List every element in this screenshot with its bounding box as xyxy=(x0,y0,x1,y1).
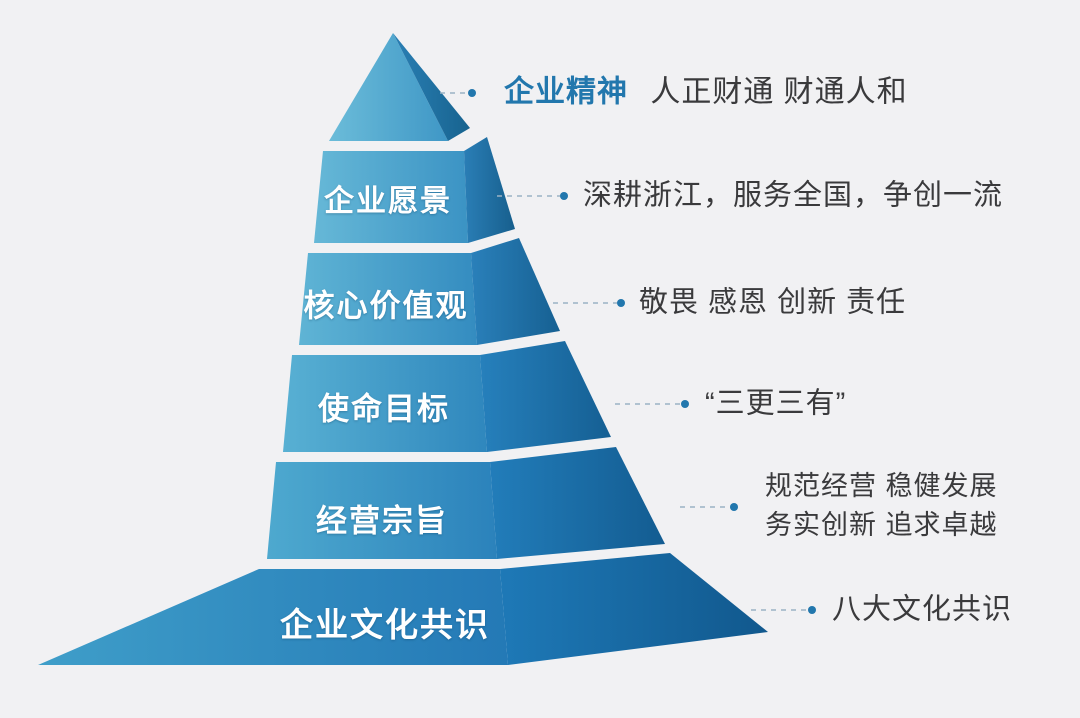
pyramid-level-5 xyxy=(267,447,665,559)
description-level-1-accent: 企业精神 xyxy=(504,75,628,109)
description-level-5: 规范经营 稳健发展 务实创新 追求卓越 xyxy=(765,467,998,545)
description-level-1: 企业精神 人正财通 财通人和 xyxy=(504,72,908,115)
pyramid-level-6 xyxy=(38,553,768,665)
pyramid-level-1 xyxy=(329,33,470,141)
leader-dot-3 xyxy=(617,299,625,307)
description-level-2: 深耕浙江，服务全国，争创一流 xyxy=(583,175,1003,216)
leader-dot-4 xyxy=(681,400,689,408)
leader-dot-2 xyxy=(560,192,568,200)
description-level-4: “三更三有” xyxy=(705,383,846,424)
description-level-3-text: 敬畏 感恩 创新 责任 xyxy=(639,286,907,319)
description-level-4-text: “三更三有” xyxy=(705,387,847,420)
leader-dot-5 xyxy=(730,503,738,511)
pyramid-level-2 xyxy=(314,137,515,243)
leader-dot-1 xyxy=(468,89,476,97)
leader-dot-6 xyxy=(808,606,816,614)
description-level-3: 敬畏 感恩 创新 责任 xyxy=(639,282,906,323)
description-level-5-line-1: 规范经营 稳健发展 xyxy=(765,470,998,501)
description-level-6-text: 八大文化共识 xyxy=(832,593,1013,626)
pyramid-level-3 xyxy=(299,238,560,345)
description-level-2-text: 深耕浙江，服务全国，争创一流 xyxy=(583,179,1004,212)
pyramid-level-4 xyxy=(283,341,611,452)
description-level-6: 八大文化共识 xyxy=(832,589,1012,630)
description-level-1-plain: 人正财通 财通人和 xyxy=(650,75,908,109)
description-level-5-line-2: 务实创新 追求卓越 xyxy=(765,510,998,540)
